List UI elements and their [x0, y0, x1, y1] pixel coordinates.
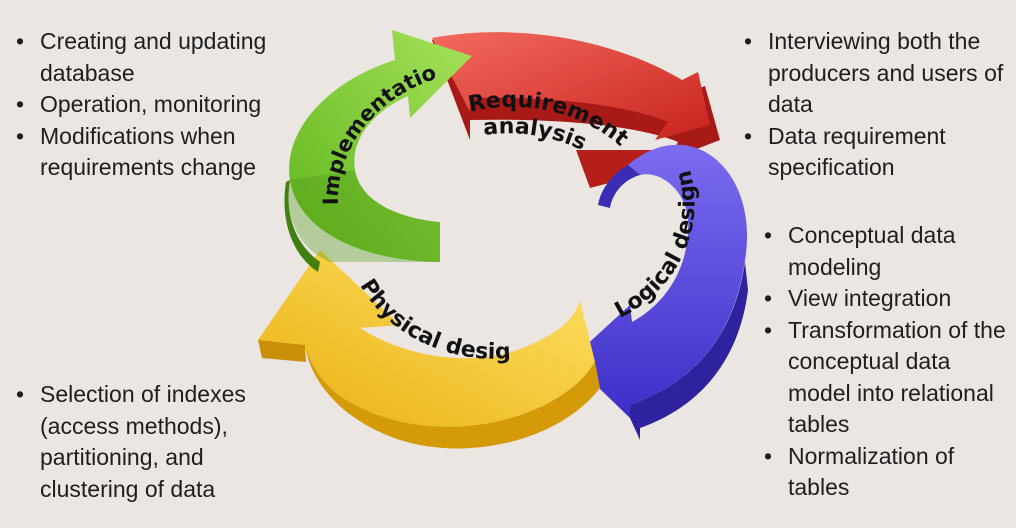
- list-item: Interviewing both the producers and user…: [742, 26, 1004, 121]
- list-item: Conceptual data modeling: [762, 220, 1012, 283]
- list-item: Data requirement specification: [742, 121, 1004, 184]
- implementation-notes: Creating and updating database Operation…: [14, 26, 314, 184]
- physical-notes: Selection of indexes (access methods), p…: [14, 379, 304, 505]
- list-item: Operation, monitoring: [14, 89, 314, 121]
- logical-design-arrow: [570, 144, 748, 440]
- logical-notes: Conceptual data modeling View integratio…: [762, 220, 1012, 504]
- list-item: Transformation of the conceptual data mo…: [762, 315, 1012, 441]
- list-item: Creating and updating database: [14, 26, 314, 89]
- list-item: Modifications when requirements change: [14, 121, 314, 184]
- requirement-notes: Interviewing both the producers and user…: [742, 26, 1004, 184]
- list-item: Normalization of tables: [762, 441, 1012, 504]
- implementation-arrow: [284, 30, 472, 272]
- list-item: Selection of indexes (access methods), p…: [14, 379, 304, 505]
- physical-design-arrow: [258, 250, 600, 449]
- list-item: View integration: [762, 283, 1012, 315]
